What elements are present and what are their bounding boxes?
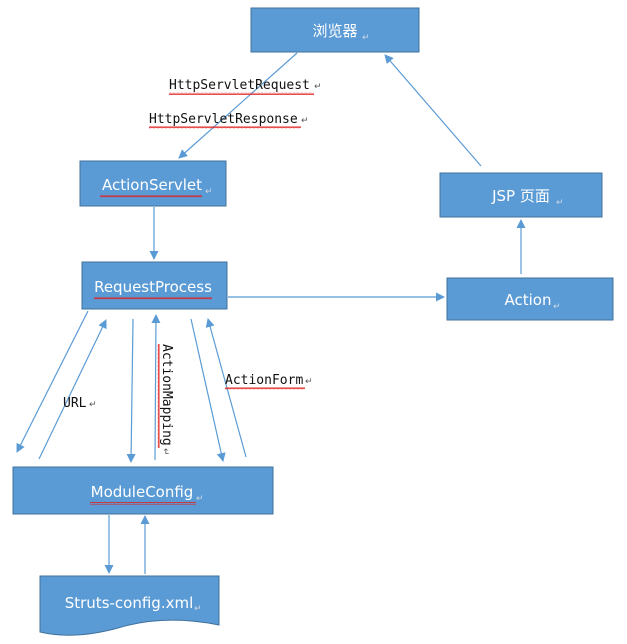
spell-underline bbox=[94, 297, 212, 300]
http-response-label: HttpServletResponse bbox=[149, 112, 298, 127]
action-servlet-label: ActionServlet bbox=[102, 176, 202, 194]
arrow-request-process-to-module-config-2 bbox=[126, 318, 136, 463]
arrow-request-process-to-module-config-3 bbox=[190, 318, 226, 462]
url-label-group: URL ↵ bbox=[63, 396, 97, 411]
paragraph-mark: ↵ bbox=[205, 187, 213, 197]
action-mapping-label: ActionMapping bbox=[159, 344, 174, 446]
module-config-label: ModuleConfig bbox=[91, 483, 194, 501]
spell-underline bbox=[169, 92, 314, 95]
paragraph-mark: ↵ bbox=[160, 448, 170, 456]
arrow-request-process-to-module-config-1 bbox=[16, 310, 89, 453]
spell-underline bbox=[149, 126, 301, 129]
paragraph-mark: ↵ bbox=[305, 377, 313, 387]
arrow-module-config-to-request-process-mapping bbox=[151, 314, 161, 461]
spell-underline bbox=[90, 502, 196, 505]
request-process-label: RequestProcess bbox=[94, 278, 212, 296]
action-form-label: ActionForm bbox=[225, 373, 303, 388]
module-config-node: ModuleConfig ↵ bbox=[12, 466, 274, 515]
action-servlet-node: ActionServlet ↵ bbox=[79, 160, 227, 207]
struts-config-label: Struts-config.xml bbox=[65, 594, 194, 612]
http-request-label: HttpServletRequest bbox=[169, 78, 310, 93]
paragraph-mark: ↵ bbox=[556, 198, 564, 208]
browser-node: 浏览器 ↵ bbox=[250, 7, 420, 53]
paragraph-mark: ↵ bbox=[362, 33, 370, 43]
http-response-label-group: HttpServletResponse ↵ bbox=[149, 112, 309, 129]
arrow-jsp-page-to-browser bbox=[384, 54, 482, 167]
action-node: Action ↵ bbox=[446, 277, 614, 321]
jsp-page-node: JSP 页面 ↵ bbox=[439, 172, 603, 218]
edges bbox=[16, 52, 526, 574]
url-label: URL bbox=[63, 396, 87, 411]
spell-underline bbox=[100, 195, 202, 198]
arrow-browser-to-action-servlet bbox=[178, 52, 298, 159]
paragraph-mark: ↵ bbox=[194, 604, 202, 614]
paragraph-mark: ↵ bbox=[314, 82, 322, 92]
action-form-label-group: ActionForm ↵ bbox=[225, 373, 313, 390]
action-label: Action bbox=[505, 291, 552, 309]
paragraph-mark: ↵ bbox=[301, 116, 309, 126]
paragraph-mark: ↵ bbox=[553, 302, 561, 312]
paragraph-mark: ↵ bbox=[196, 494, 204, 504]
action-mapping-label-group: ActionMapping ↵ bbox=[157, 344, 174, 456]
request-process-node: RequestProcess bbox=[81, 261, 228, 310]
spell-underline bbox=[157, 344, 160, 448]
paragraph-mark: ↵ bbox=[89, 400, 97, 410]
browser-label: 浏览器 bbox=[312, 22, 357, 40]
arrow-module-config-to-request-process-url bbox=[38, 319, 107, 460]
jsp-page-label: JSP 页面 bbox=[491, 187, 550, 205]
struts-config-node: Struts-config.xml ↵ bbox=[39, 575, 220, 636]
http-request-label-group: HttpServletRequest ↵ bbox=[169, 78, 322, 95]
spell-underline bbox=[225, 387, 305, 390]
